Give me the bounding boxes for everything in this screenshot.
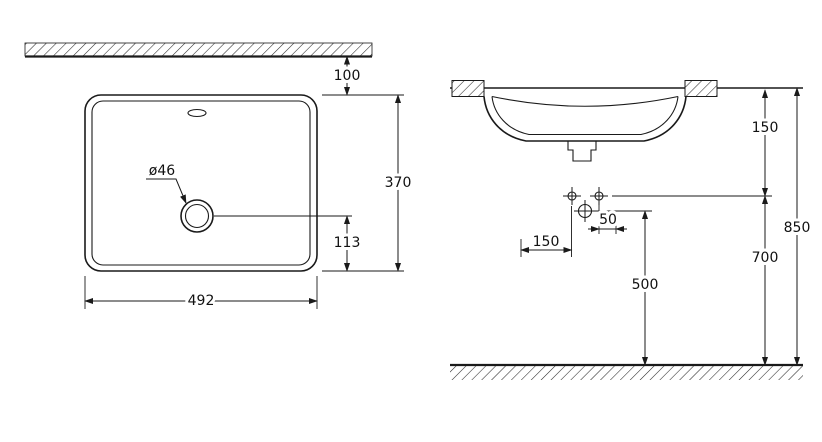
basin-profile: [483, 95, 687, 162]
dim-label-drain-diameter: ø46: [149, 163, 175, 179]
basin-plan-outline: [84, 94, 352, 272]
dim-label-supply-height: 700: [752, 250, 779, 266]
counter-section-left: [451, 80, 485, 97]
dim-width: 492: [84, 276, 318, 312]
supply-connection-right: [590, 187, 608, 205]
dim-counter-to-supply: 150: [749, 89, 781, 197]
dim-label-waste-offset: 50: [599, 212, 617, 228]
dim-label-counter-to-supply: 150: [752, 120, 779, 136]
dim-label-wall-to-basin: 100: [334, 68, 361, 84]
dim-label-supply-offset: 150: [533, 234, 560, 250]
drain-circle-outer: [180, 199, 214, 233]
dim-drain-to-front: 113: [331, 215, 363, 272]
dim-waste-offset: 50: [588, 205, 627, 234]
elevation-view: 50 150 500 150 700 850: [450, 80, 813, 380]
dim-label-drain-to-front: 113: [334, 235, 361, 251]
dim-label-width: 492: [188, 293, 215, 309]
drain-diameter-callout: ø46: [146, 160, 187, 204]
dim-supply-height: 700: [749, 195, 781, 366]
supply-connection-left: [563, 187, 581, 205]
waste-connection: [574, 200, 596, 222]
counter-section-right: [684, 80, 718, 97]
dim-supply-offset: 150: [520, 206, 573, 257]
dim-counter-height: 850: [781, 87, 813, 366]
dim-depth: 370: [382, 94, 414, 272]
wall-hatch: [24, 42, 373, 58]
dim-waste-height: 500: [629, 210, 661, 366]
plan-view: ø46 100 370 113 492: [24, 42, 414, 312]
drain-circle-inner: [184, 203, 210, 229]
overflow-slot: [187, 108, 207, 118]
leader-line: [146, 178, 187, 204]
dim-label-counter-height: 850: [784, 220, 811, 236]
dim-wall-to-basin: 100: [331, 55, 363, 96]
drain-outlet-stub: [567, 141, 597, 162]
dim-label-depth: 370: [385, 175, 412, 191]
floor-hatch: [450, 363, 803, 380]
dim-label-waste-height: 500: [632, 277, 659, 293]
